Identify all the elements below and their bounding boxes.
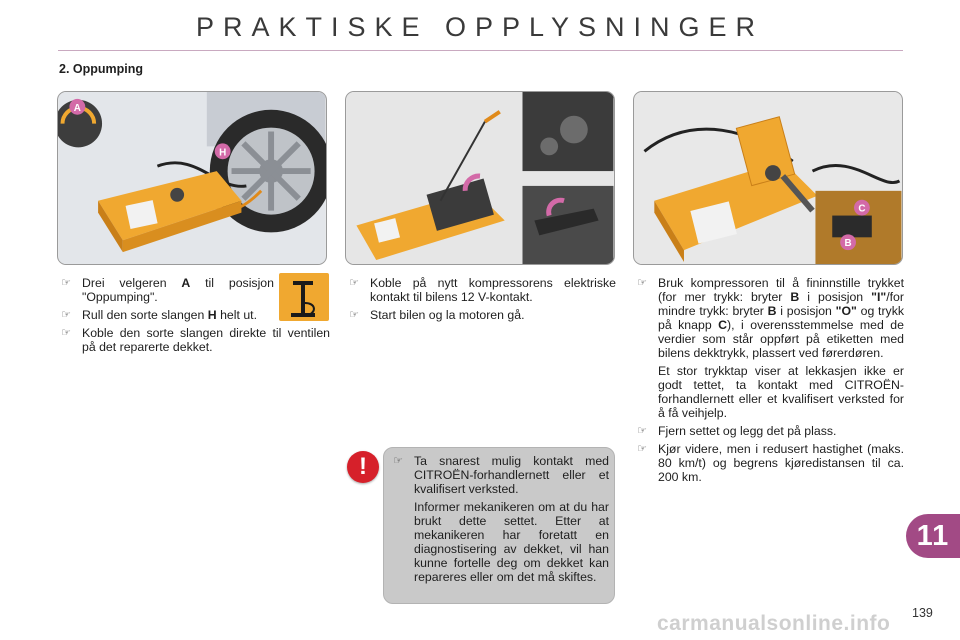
text-run: B [767, 304, 777, 318]
bullet-item: ☞ Start bilen og la motoren gå. [346, 308, 616, 322]
chapter-tab: 11 [906, 514, 960, 558]
warning-box: ☞ Ta snarest mulig kontakt med CITROËN-fo… [383, 447, 615, 604]
pointing-hand-icon: ☞ [61, 309, 71, 321]
page-title: PRAKTISKE OPPLYSNINGER [195, 12, 765, 42]
text-run: helt ut. [216, 308, 258, 322]
bullet-item: ☞ Koble på nytt kompressorens elektriske … [346, 276, 616, 304]
text-run: H [207, 308, 217, 322]
illustration-pressure-adjust: C B [633, 91, 903, 265]
tyre-pump-icon-svg [291, 281, 315, 317]
marker-label-a: A [74, 103, 81, 114]
text-run: Drei velgeren [82, 276, 182, 290]
text-run: Ta snarest mulig kontakt med CITROËN-for… [414, 454, 609, 496]
paragraph: Et stor trykktap viser at lekkasjen ikke… [634, 364, 904, 420]
bullet-item: ☞ Drei velgeren A til posisjon "Oppumping… [58, 276, 274, 304]
bullet-item: ☞ Ta snarest mulig kontakt med CITROËN-fo… [390, 454, 609, 496]
column-2-text: ☞ Koble på nytt kompressorens elektriske … [346, 276, 616, 326]
text-run: i posisjon [776, 304, 836, 318]
text-run: Koble på nytt kompressorens elektriske k… [370, 276, 616, 304]
marker-label-c: C [858, 204, 865, 215]
pointing-hand-icon: ☞ [349, 309, 359, 321]
marker-label-h: H [219, 147, 226, 158]
text-run: Bruk kompressoren til å fininnstille try… [658, 276, 904, 304]
warning-icon: ! [347, 451, 379, 483]
text-run: "I" [871, 290, 887, 304]
text-run: i posisjon [799, 290, 872, 304]
title-rule [58, 50, 903, 51]
pointing-hand-icon: ☞ [393, 455, 403, 467]
illustration-pressure-adjust-svg: C B [634, 92, 902, 264]
text-run: "O" [835, 304, 857, 318]
text-run: Start bilen og la motoren gå. [370, 308, 525, 322]
pointing-hand-icon: ☞ [637, 425, 647, 437]
text-run: Rull den sorte slangen [82, 308, 208, 322]
bullet-item: ☞ Bruk kompressoren til å fininnstille tr… [634, 276, 904, 360]
column-3-text: ☞ Bruk kompressoren til å fininnstille tr… [634, 276, 904, 488]
illustration-compressor-wheel: A H [57, 91, 327, 265]
text-run: Fjern settet og legg det på plass. [658, 424, 837, 438]
illustration-12v-socket-svg [346, 92, 614, 264]
text-run: B [790, 290, 800, 304]
pointing-hand-icon: ☞ [637, 443, 647, 455]
bullet-item: ☞ Fjern settet og legg det på plass. [634, 424, 904, 438]
pointing-hand-icon: ☞ [637, 277, 647, 289]
watermark: carmanualsonline.info [657, 612, 891, 635]
paragraph: Informer mekanikeren om at du har brukt … [390, 500, 609, 584]
text-run: Kjør videre, men i redusert hastighet (m… [658, 442, 904, 484]
text-run: Informer mekanikeren om at du har brukt … [414, 500, 609, 584]
text-run: C [718, 318, 728, 332]
column-1-text: ☞ Drei velgeren A til posisjon "Oppumping… [58, 276, 330, 358]
page-number: 139 [912, 606, 933, 620]
text-run: Koble den sorte slangen direkte til vent… [82, 326, 330, 354]
bullet-item: ☞ Rull den sorte slangen H helt ut. [58, 308, 274, 322]
pointing-hand-icon: ☞ [61, 277, 71, 289]
bullet-item: ☞ Kjør videre, men i redusert hastighet (… [634, 442, 904, 484]
tyre-pump-icon [279, 273, 329, 321]
text-run: til posisjon "Oppumping". [82, 276, 274, 304]
bullet-item: ☞ Koble den sorte slangen direkte til ven… [58, 326, 330, 354]
pointing-hand-icon: ☞ [61, 327, 71, 339]
illustration-compressor-wheel-svg: A H [58, 92, 326, 264]
text-run: A [181, 276, 191, 290]
text-run: ), i overensstemmelse med de verdier som… [658, 318, 904, 360]
text-run: Et stor trykktap viser at lekkasjen ikke… [658, 364, 904, 420]
pointing-hand-icon: ☞ [349, 277, 359, 289]
text-run: og trykk på knapp [658, 304, 904, 332]
marker-label-b: B [844, 238, 851, 249]
text-run: /for mindre trykk: bryter [658, 290, 904, 318]
illustration-12v-socket [345, 91, 615, 265]
section-heading: 2. Oppumping [59, 62, 144, 76]
